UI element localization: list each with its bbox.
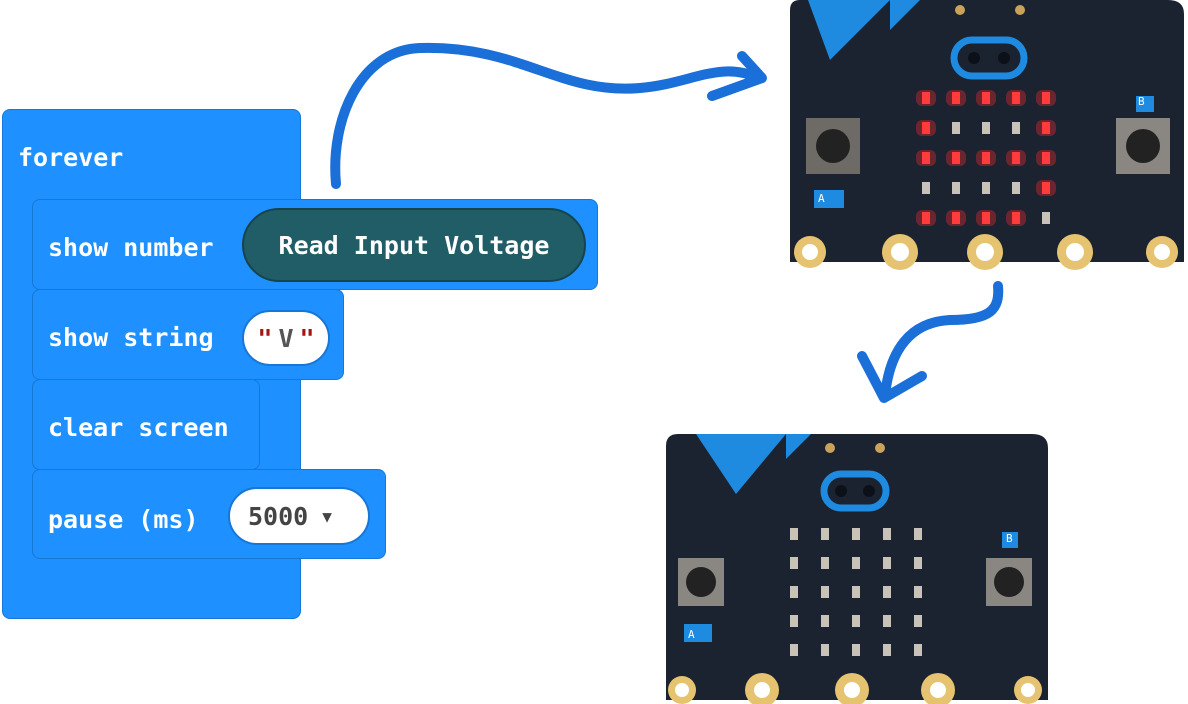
pause-block[interactable]: pause (ms) 5000 ▼ xyxy=(32,469,386,559)
led-off xyxy=(821,586,829,598)
microbit-board-bottom xyxy=(666,434,1048,704)
led-on xyxy=(1042,152,1050,164)
button-b-label-bottom: B xyxy=(1006,532,1013,545)
led-on xyxy=(982,152,990,164)
led-off xyxy=(1012,122,1020,134)
led-on xyxy=(922,92,930,104)
led-matrix-top xyxy=(916,90,1056,226)
clear-screen-label: clear screen xyxy=(48,413,229,442)
string-input[interactable]: " V " xyxy=(242,310,330,366)
show-string-label: show string xyxy=(48,323,214,352)
forever-label: forever xyxy=(18,143,124,172)
led-on xyxy=(922,152,930,164)
led-off xyxy=(1012,182,1020,194)
read-input-voltage-label: Read Input Voltage xyxy=(278,230,550,260)
led-off xyxy=(982,182,990,194)
led-off xyxy=(914,557,922,569)
string-value: V xyxy=(278,323,294,353)
led-off xyxy=(922,182,930,194)
pause-value: 5000 xyxy=(248,501,309,531)
led-off xyxy=(852,615,860,627)
led-off xyxy=(883,586,891,598)
led-on xyxy=(982,92,990,104)
led-on xyxy=(952,92,960,104)
clear-screen-block[interactable]: clear screen xyxy=(32,379,260,470)
led-on xyxy=(922,122,930,134)
led-off xyxy=(883,615,891,627)
led-off xyxy=(914,644,922,656)
led-off xyxy=(790,528,798,540)
led-off xyxy=(821,528,829,540)
read-input-voltage-reporter[interactable]: Read Input Voltage xyxy=(242,208,586,282)
show-number-label: show number xyxy=(48,233,214,262)
led-off xyxy=(790,586,798,598)
led-on xyxy=(1012,92,1020,104)
led-off xyxy=(852,528,860,540)
pause-duration-dropdown[interactable]: 5000 ▼ xyxy=(228,487,370,545)
button-a-label-bottom: A xyxy=(688,628,695,641)
led-on xyxy=(982,212,990,224)
led-off xyxy=(790,644,798,656)
led-off xyxy=(914,586,922,598)
led-off xyxy=(790,557,798,569)
led-on xyxy=(1012,152,1020,164)
open-quote: " xyxy=(257,323,273,353)
led-on xyxy=(952,212,960,224)
led-off xyxy=(852,557,860,569)
button-a-label-top: A xyxy=(818,192,825,205)
led-off xyxy=(982,122,990,134)
led-off xyxy=(852,586,860,598)
led-off xyxy=(883,528,891,540)
led-off xyxy=(1042,212,1050,224)
led-off xyxy=(790,615,798,627)
led-off xyxy=(952,182,960,194)
led-off xyxy=(883,644,891,656)
led-on xyxy=(1042,122,1050,134)
show-string-block[interactable]: show string " V " xyxy=(32,289,344,380)
led-off xyxy=(821,615,829,627)
button-b-label-top: B xyxy=(1138,95,1145,108)
led-off xyxy=(852,644,860,656)
led-on xyxy=(1042,92,1050,104)
microbit-board-top xyxy=(790,0,1184,270)
led-off xyxy=(914,615,922,627)
led-on xyxy=(952,152,960,164)
led-on xyxy=(922,212,930,224)
led-off xyxy=(952,122,960,134)
pause-label: pause (ms) xyxy=(48,505,199,534)
led-on xyxy=(1012,212,1020,224)
close-quote: " xyxy=(299,323,315,353)
dropdown-arrow-icon: ▼ xyxy=(322,506,332,526)
led-off xyxy=(821,557,829,569)
led-on xyxy=(1042,182,1050,194)
led-off xyxy=(914,528,922,540)
led-matrix-bottom xyxy=(790,528,922,656)
led-off xyxy=(821,644,829,656)
led-off xyxy=(883,557,891,569)
